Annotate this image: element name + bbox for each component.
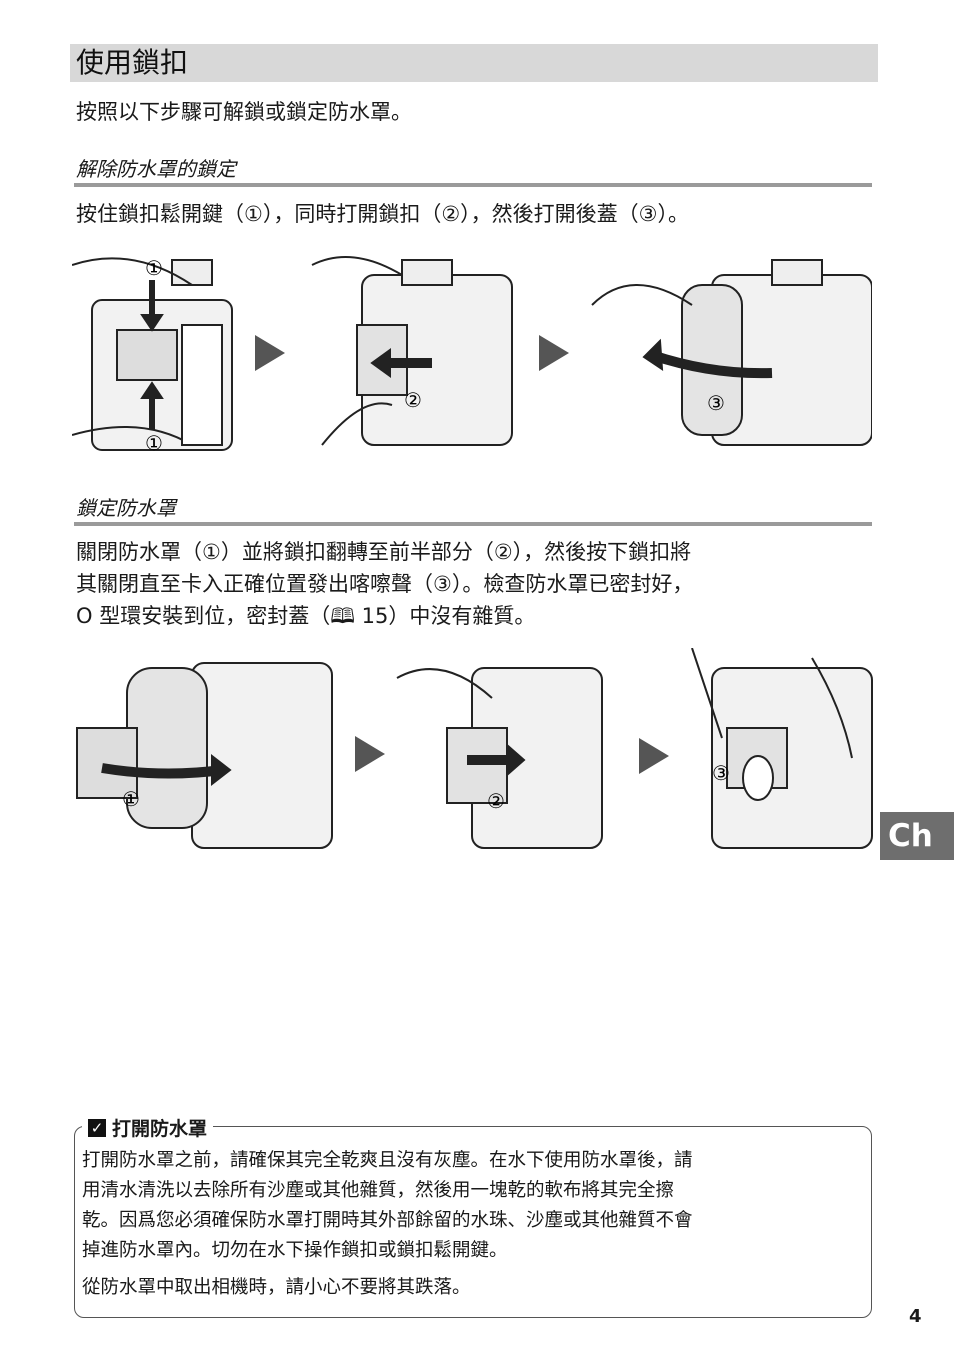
- unlock-step2-illustration: [311, 256, 513, 446]
- lock-text-line2: 其關閉直至卡入正確位置發出喀嚓聲（③）。檢查防水罩已密封好，: [76, 572, 694, 596]
- lock-rule: [74, 522, 872, 526]
- lock-text-line3: O 型環安裝到位，密封蓋（🕮 15）中沒有雜質。: [76, 604, 536, 628]
- note-para1-line3: 乾。因爲您必須確保防水罩打開時其外部餘留的水珠、沙塵或其他雜質不會: [82, 1210, 693, 1231]
- note-para1-line1: 打開防水罩之前，請確保其完全乾爽且沒有灰塵。在水下使用防水罩後，請: [82, 1150, 693, 1171]
- unlock-illustrations: ① ① ② ③: [72, 256, 872, 455]
- chapter-tab: Ch: [880, 812, 954, 860]
- unlock-label-1b: ①: [145, 431, 163, 455]
- lock-heading: 鎖定防水罩: [76, 496, 176, 520]
- intro-text: 按照以下步驟可解鎖或鎖定防水罩。: [76, 100, 412, 124]
- section-title: 使用鎖扣: [76, 46, 189, 79]
- step-arrow-icon: [539, 335, 569, 371]
- checkbox-icon: ✓: [88, 1118, 106, 1137]
- note-para2: 從防水罩中取出相機時，請小心不要將其跌落。: [82, 1277, 471, 1298]
- unlock-label-1a: ①: [145, 256, 163, 280]
- lock-illustrations: ① ② ③: [76, 648, 873, 849]
- unlock-step3-illustration: [591, 259, 872, 446]
- note-title: 打開防水罩: [112, 1118, 208, 1140]
- page-number: 4: [909, 1306, 922, 1327]
- note-para1-line2: 用清水清洗以去除所有沙塵或其他雜質，然後用一塊乾的軟布將其完全擦: [82, 1180, 675, 1201]
- unlock-heading: 解除防水罩的鎖定: [76, 157, 236, 181]
- lock-label-2: ②: [487, 789, 505, 813]
- unlock-label-2: ②: [404, 388, 422, 412]
- unlock-text: 按住鎖扣鬆開鍵（①），同時打開鎖扣（②），然後打開後蓋（③）。: [76, 202, 689, 226]
- section-title-bar: 使用鎖扣: [70, 44, 878, 82]
- step-arrow-icon: [355, 736, 385, 772]
- unlock-step1-illustration: [72, 257, 233, 451]
- lock-label-3: ③: [712, 761, 730, 785]
- lock-label-1: ①: [122, 787, 140, 811]
- lock-step1-illustration: [76, 662, 333, 849]
- lock-text-line1: 關閉防水罩（①）並將鎖扣翻轉至前半部分（②），然後按下鎖扣將: [76, 540, 692, 564]
- unlock-rule: [74, 183, 872, 187]
- step-arrow-icon: [639, 738, 669, 774]
- note-title-row: ✓ 打開防水罩: [82, 1114, 214, 1141]
- note-box: [74, 1126, 872, 1318]
- note-para1-line4: 掉進防水罩內。切勿在水下操作鎖扣或鎖扣鬆開鍵。: [82, 1240, 508, 1261]
- unlock-label-3: ③: [707, 391, 725, 415]
- lock-step2-illustration: [396, 667, 603, 849]
- lock-step3-illustration: [691, 648, 873, 849]
- step-arrow-icon: [255, 335, 285, 371]
